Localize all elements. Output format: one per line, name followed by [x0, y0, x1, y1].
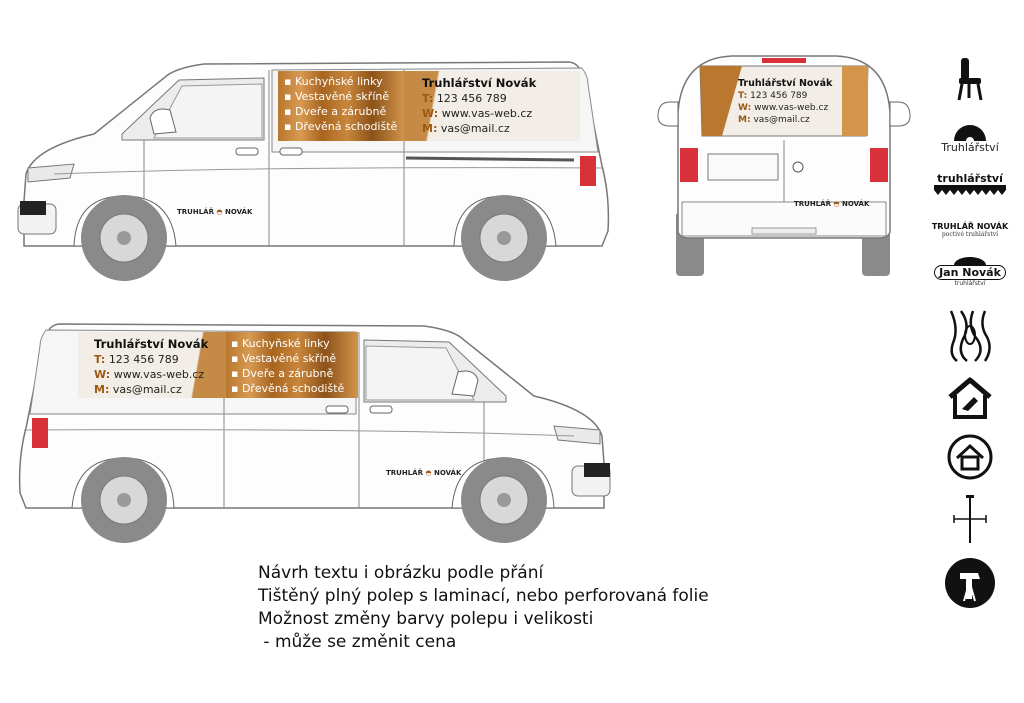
mail: vas@mail.cz [440, 122, 510, 135]
van-rear: Truhlářství Novák T: 123 456 789 W: www.… [652, 52, 916, 282]
service-item: ▪ Kuchyňské linky [231, 337, 330, 350]
side-logo: TRUHLÁŘ ◓ NOVÁK [177, 208, 253, 216]
contact-block-bottom: Truhlářství Novák T: 123 456 789 W: www.… [94, 337, 209, 396]
phone: 123 456 789 [436, 92, 507, 105]
wrap-panel-wood-2 [226, 332, 358, 398]
van-side-right: Truhlářství Novák T: 123 456 789 W: www.… [14, 318, 614, 550]
rear-logo: TRUHLÁŘ ◓ NOVÁK [794, 200, 870, 208]
saw-logo-icon: truhlářství [930, 166, 1010, 200]
note-line: Možnost změny barvy polepu i velikosti [258, 609, 594, 629]
jan-novak-logo-icon: Jan Novák truhlářství [932, 252, 1008, 292]
nail-icon [940, 492, 1000, 546]
hammer-circle-icon [940, 556, 1000, 610]
note-line: Tištěný plný polep s laminací, nebo perf… [258, 586, 709, 606]
service-item: ▪ Dřevěná schodiště [231, 382, 345, 395]
planks-logo-icon: TRUHLÁŘ NOVÁK poctivé truhlářství [931, 222, 1009, 238]
service-item: ▪ Dveře a zárubně [231, 367, 334, 380]
house-hammer-icon [940, 376, 1000, 420]
company-name: Truhlářství Novák [422, 76, 537, 90]
note-line: Návrh textu i obrázku podle přání [258, 563, 544, 583]
services-list-top: ▪ Kuchyňské linky ▪ Vestavěné skříně ▪ D… [284, 74, 397, 134]
service-item: ▪ Vestavěné skříně [231, 352, 337, 365]
van-rear-drawing [657, 55, 911, 276]
wood-grain-icon [940, 308, 1000, 364]
service-item: ▪ Kuchyňské linky [284, 75, 383, 88]
contact-block-rear: Truhlářství Novák T: 123 456 789 W: www.… [738, 78, 833, 125]
service-item: ▪ Dveře a zárubně [284, 105, 387, 118]
side-logo-2: TRUHLÁŘ ◓ NOVÁK [386, 469, 462, 477]
van-side-left: ▪ Kuchyňské linky ▪ Vestavěné skříně ▪ D… [14, 56, 614, 288]
wrap-panel-wood [278, 71, 404, 141]
note-line: - může se změnit cena [258, 632, 457, 652]
house-circle-icon [940, 432, 1000, 482]
services-list-bottom: ▪ Kuchyňské linky ▪ Vestavěné skříně ▪ D… [231, 336, 344, 396]
web: www.vas-web.cz [441, 107, 533, 120]
saw-blade-logo-icon: Truhlářství [934, 116, 1006, 160]
company-name: Truhlářství Novák [94, 337, 209, 351]
contact-block-top: Truhlářství Novák T: 123 456 789 W: www.… [422, 76, 537, 135]
chair-icon [940, 54, 1000, 104]
company-name: Truhlářství Novák [738, 78, 833, 89]
service-item: ▪ Vestavěné skříně [284, 90, 390, 103]
wrap-panel-light-2 [78, 332, 226, 398]
notes-block: Návrh textu i obrázku podle přání Tištěn… [258, 562, 709, 654]
wrap-panel-light [404, 71, 580, 141]
service-item: ▪ Dřevěná schodiště [284, 120, 398, 133]
